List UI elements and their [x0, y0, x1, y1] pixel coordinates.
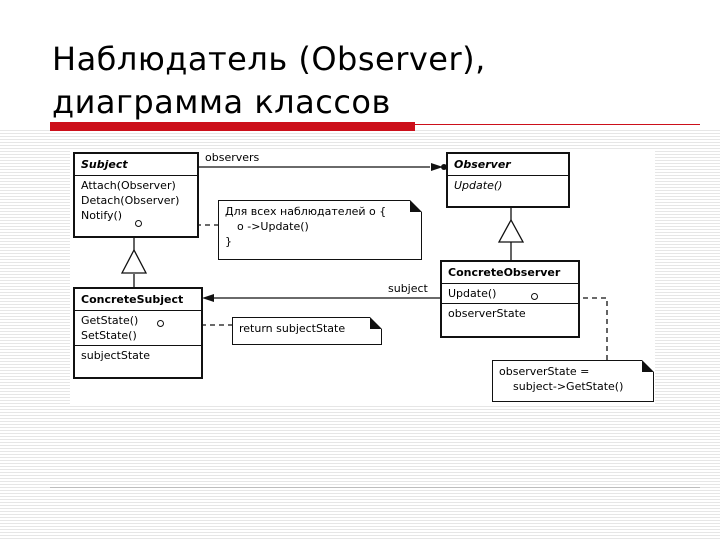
association-observers-arrowhead [431, 163, 443, 171]
concrete-subject-op-getstate: GetState() [81, 314, 139, 327]
generalization-subject-triangle [120, 248, 148, 274]
class-concrete-observer-attributes: observerState [442, 304, 578, 323]
note-notify-line-2: o ->Update() [237, 220, 309, 233]
class-concrete-subject-attributes: subjectState [75, 346, 201, 365]
subject-notify-note-anchor [135, 220, 142, 227]
class-subject-operations: Attach(Observer) Detach(Observer) Notify… [75, 176, 197, 225]
class-observer: Observer Update() [446, 152, 570, 208]
class-concrete-observer: ConcreteObserver Update() observerState [440, 260, 580, 338]
note-update-line-2: subject->GetState() [513, 380, 624, 393]
concrete-subject-op-setstate: SetState() [81, 329, 137, 342]
update-note-anchor [531, 293, 538, 300]
concrete-subject-attr-state: subjectState [81, 349, 150, 362]
association-observers-label: observers [205, 151, 260, 164]
diagram-connectors [120, 163, 608, 360]
note-update: observerState = subject->GetState() [492, 360, 654, 402]
class-concrete-subject: ConcreteSubject GetState() SetState() su… [73, 287, 203, 379]
footer-divider [50, 487, 700, 488]
association-subject-arrowhead [202, 294, 214, 302]
observer-op-update: Update() [454, 179, 503, 192]
subject-op-notify: Notify() [81, 209, 123, 222]
title-line-2: диаграмма классов [52, 83, 391, 121]
association-subject-label: subject [388, 282, 428, 295]
slide-title: Наблюдатель (Observer), диаграмма классо… [52, 38, 692, 124]
note-notify-line-3: } [225, 235, 232, 248]
note-notify: Для всех наблюдателей o { o ->Update() } [218, 200, 422, 260]
class-concrete-observer-operations: Update() [442, 284, 578, 304]
subject-op-detach: Detach(Observer) [81, 194, 180, 207]
concrete-observer-attr-state: observerState [448, 307, 526, 320]
class-concrete-subject-operations: GetState() SetState() [75, 311, 201, 346]
note-update-line-1: observerState = [499, 365, 590, 378]
title-underline-thin [415, 124, 700, 125]
concrete-observer-op-update: Update() [448, 287, 497, 300]
getstate-note-anchor [157, 320, 164, 327]
class-subject: Subject Attach(Observer) Detach(Observer… [73, 152, 199, 238]
title-line-1: Наблюдатель (Observer), [52, 40, 486, 78]
class-concrete-subject-name: ConcreteSubject [75, 289, 201, 311]
class-concrete-observer-name: ConcreteObserver [442, 262, 578, 284]
note-fold-icon [370, 317, 382, 329]
class-subject-name: Subject [75, 154, 197, 176]
note-fold-icon [642, 360, 654, 372]
title-underline-bar [50, 122, 415, 131]
subject-op-attach: Attach(Observer) [81, 179, 176, 192]
class-diagram: Subject Attach(Observer) Detach(Observer… [70, 150, 655, 405]
class-observer-name: Observer [448, 154, 568, 176]
note-fold-icon [410, 200, 422, 212]
association-observers-multiplicity-dot [441, 164, 447, 170]
generalization-observer-triangle [497, 218, 525, 243]
note-notify-line-1: Для всех наблюдателей o { [225, 205, 387, 218]
note-getstate: return subjectState [232, 317, 382, 345]
note-getstate-text: return subjectState [239, 322, 346, 335]
class-observer-operations: Update() [448, 176, 568, 195]
